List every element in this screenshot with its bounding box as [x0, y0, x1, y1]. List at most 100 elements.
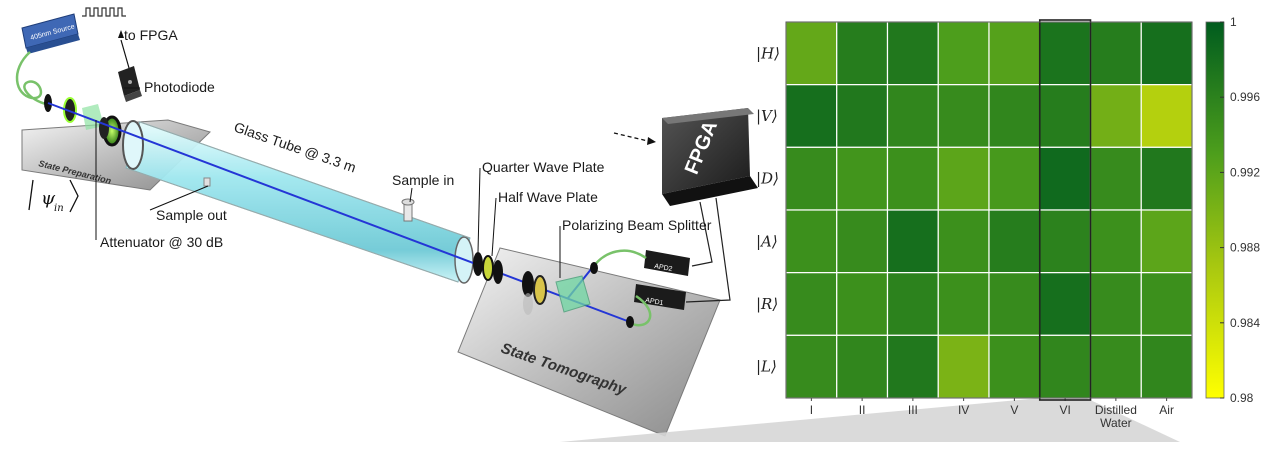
heatmap-cell [937, 84, 990, 148]
column-label: I [810, 403, 813, 417]
quarter-wave-plate-label: Quarter Wave Plate [482, 159, 605, 175]
input-fiber [15, 51, 47, 106]
to-fpga-label: to FPGA [124, 27, 178, 43]
colorbar-tick-label: 0.996 [1230, 90, 1260, 104]
heatmap-cell [1089, 334, 1142, 399]
preparation-optics [44, 94, 122, 147]
heatmap-cell [1089, 84, 1142, 148]
colorbar-tick-label: 0.98 [1230, 391, 1254, 405]
half-wave-plate-label: Half Wave Plate [498, 189, 598, 205]
heatmap-cell [988, 21, 1041, 86]
colorbar-tick-label: 0.984 [1230, 316, 1260, 330]
heatmap-cell [988, 209, 1041, 274]
highlight-column-frame [1038, 19, 1092, 401]
heatmap-cell [886, 334, 939, 399]
column-label: V [1010, 403, 1018, 417]
fpga-box: FPGA [662, 108, 758, 206]
photodiode-wire [120, 39, 130, 69]
row-label: |A⟩ [756, 232, 778, 250]
heatmap-cell [937, 334, 990, 399]
heatmap-cell [937, 272, 990, 336]
heatmap-cell [1039, 272, 1092, 336]
colorbar-tick-label: 1 [1230, 15, 1237, 29]
heatmap-cell [937, 146, 990, 211]
colorbar-tick-label: 0.992 [1230, 165, 1260, 179]
sample-in-port [401, 198, 415, 222]
heatmap-cell [1089, 146, 1142, 211]
heatmap-cell [1039, 84, 1092, 148]
heatmap-cell [1140, 272, 1193, 336]
heatmap-cell [1089, 272, 1142, 336]
heatmap-cell [1140, 209, 1193, 274]
wave-plates [473, 252, 503, 284]
heatmap-cell [785, 272, 838, 336]
heatmap-cell [836, 146, 889, 211]
heatmap-cell [988, 272, 1041, 336]
row-label: |L⟩ [756, 358, 777, 376]
row-label: |D⟩ [756, 170, 779, 188]
column-label: Distilled [1095, 403, 1137, 417]
heatmap-cell [886, 84, 939, 148]
column-label: IV [958, 403, 969, 417]
apd2-fiber [592, 249, 647, 267]
attenuator-label: Attenuator @ 30 dB [100, 234, 223, 250]
label-leaders [95, 87, 561, 278]
square-wave-signal [82, 7, 126, 17]
heatmap-cell [886, 272, 939, 336]
heatmap-cell [1039, 209, 1092, 274]
column-label: III [908, 403, 918, 417]
heatmap-cell [937, 21, 990, 86]
colorbar-tick-label: 0.988 [1230, 241, 1260, 255]
heatmap-cell [785, 84, 838, 148]
fpga-apd1-wire [685, 197, 731, 303]
heatmap-cell [988, 334, 1041, 399]
perspective-shadow [560, 398, 1180, 442]
row-label: |V⟩ [756, 107, 778, 125]
heatmap-cell [1039, 21, 1092, 86]
fpga-apd2-wire [691, 201, 713, 267]
laser-source: 405nm Source [21, 13, 80, 54]
apd2-detector: APD2 [644, 250, 690, 276]
apd2-label: APD2 [654, 263, 673, 273]
apd1-fiber [631, 294, 652, 327]
photodiode-arrow [118, 30, 124, 38]
heatmap-cell [988, 146, 1041, 211]
heatmap-cell [937, 209, 990, 274]
heatmap-cell [1140, 146, 1193, 211]
photodiode-label: Photodiode [144, 79, 215, 95]
column-label: II [859, 403, 866, 417]
heatmap-cell [836, 84, 889, 148]
heatmap-cell [785, 334, 838, 399]
apd1-label: APD1 [645, 297, 664, 307]
sample-out-port [203, 177, 211, 187]
heatmap-cell [1140, 334, 1193, 399]
heatmap-cell [836, 209, 889, 274]
photodiode [118, 66, 142, 102]
psi-in-ket: ψ in [28, 179, 79, 214]
heatmap-cell [1039, 146, 1092, 211]
heatmap-cell [988, 84, 1041, 148]
colorbar-ticks: 1 0.996 0.992 0.988 0.984 0.98 [1220, 15, 1260, 405]
colorbar [1205, 21, 1225, 399]
fpga-input-arrow [613, 132, 649, 142]
row-label: |R⟩ [756, 295, 778, 313]
heatmap-cell [785, 21, 838, 86]
heatmap-cell [886, 21, 939, 86]
heatmap-cell [886, 146, 939, 211]
column-label: Water [1100, 416, 1132, 430]
psi-symbol: ψ [41, 188, 56, 209]
column-label: VI [1059, 403, 1070, 417]
psi-subscript: in [54, 203, 64, 214]
heatmap-cell [1140, 84, 1193, 148]
heatmap-cell [785, 209, 838, 274]
heatmap-cell [1039, 334, 1092, 399]
tomography-optics [522, 271, 591, 315]
sample-in-label: Sample in [392, 172, 454, 188]
heatmap-cell [785, 146, 838, 211]
heatmap-cell [836, 21, 889, 86]
heatmap-frame [785, 21, 1193, 399]
sample-out-label: Sample out [156, 207, 227, 223]
heatmap-cell [1089, 21, 1142, 86]
